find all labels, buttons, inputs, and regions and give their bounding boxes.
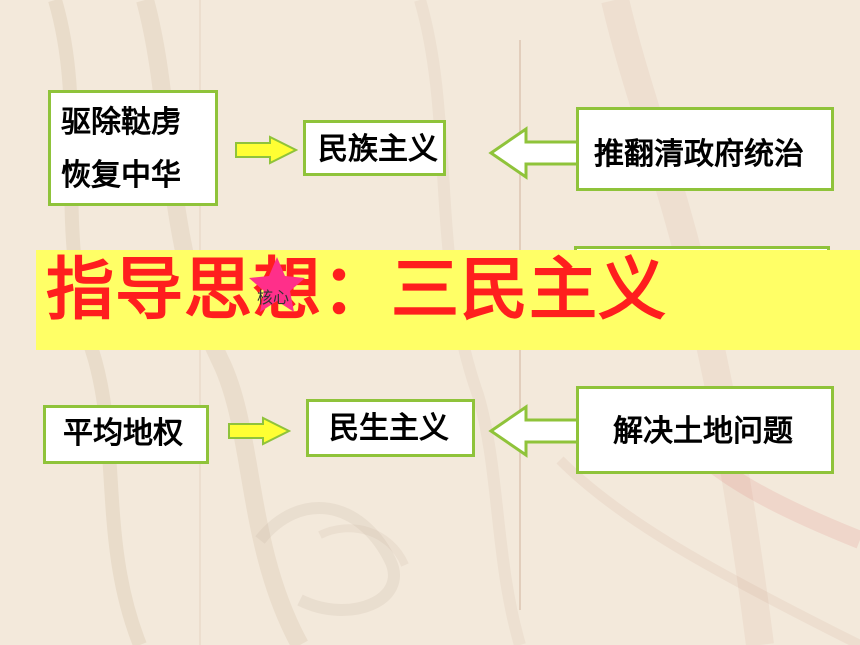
core-label: 核心: [257, 288, 290, 307]
right-bottom-label: 解决土地问题: [613, 414, 793, 449]
right-arrow-icon-2: [228, 416, 291, 446]
middle-bottom-label: 民生主义: [329, 411, 449, 446]
middle-bottom-box: 民生主义: [306, 399, 475, 457]
middle-top-box: 民族主义: [303, 120, 446, 176]
banner: 指导思想：三民主义: [36, 250, 860, 350]
left-bottom-label: 平均地权: [63, 416, 183, 451]
middle-top-label: 民族主义: [318, 132, 438, 167]
left-top-line-2: 恢复中华: [61, 158, 181, 193]
star-icon: [249, 257, 305, 312]
left-top-line-1: 驱除鞑虏: [61, 105, 181, 140]
left-arrow-icon: [488, 126, 581, 180]
right-top-box: 推翻清政府统治: [576, 107, 834, 191]
left-arrow-icon-2: [488, 404, 581, 458]
right-top-label: 推翻清政府统治: [594, 137, 804, 172]
right-arrow-icon: [235, 135, 298, 165]
banner-title: 指导思想：三民主义: [46, 251, 668, 330]
right-bottom-box: 解决土地问题: [576, 386, 834, 474]
left-bottom-box: 平均地权: [43, 405, 209, 464]
left-top-box: 驱除鞑虏 恢复中华: [48, 90, 218, 206]
